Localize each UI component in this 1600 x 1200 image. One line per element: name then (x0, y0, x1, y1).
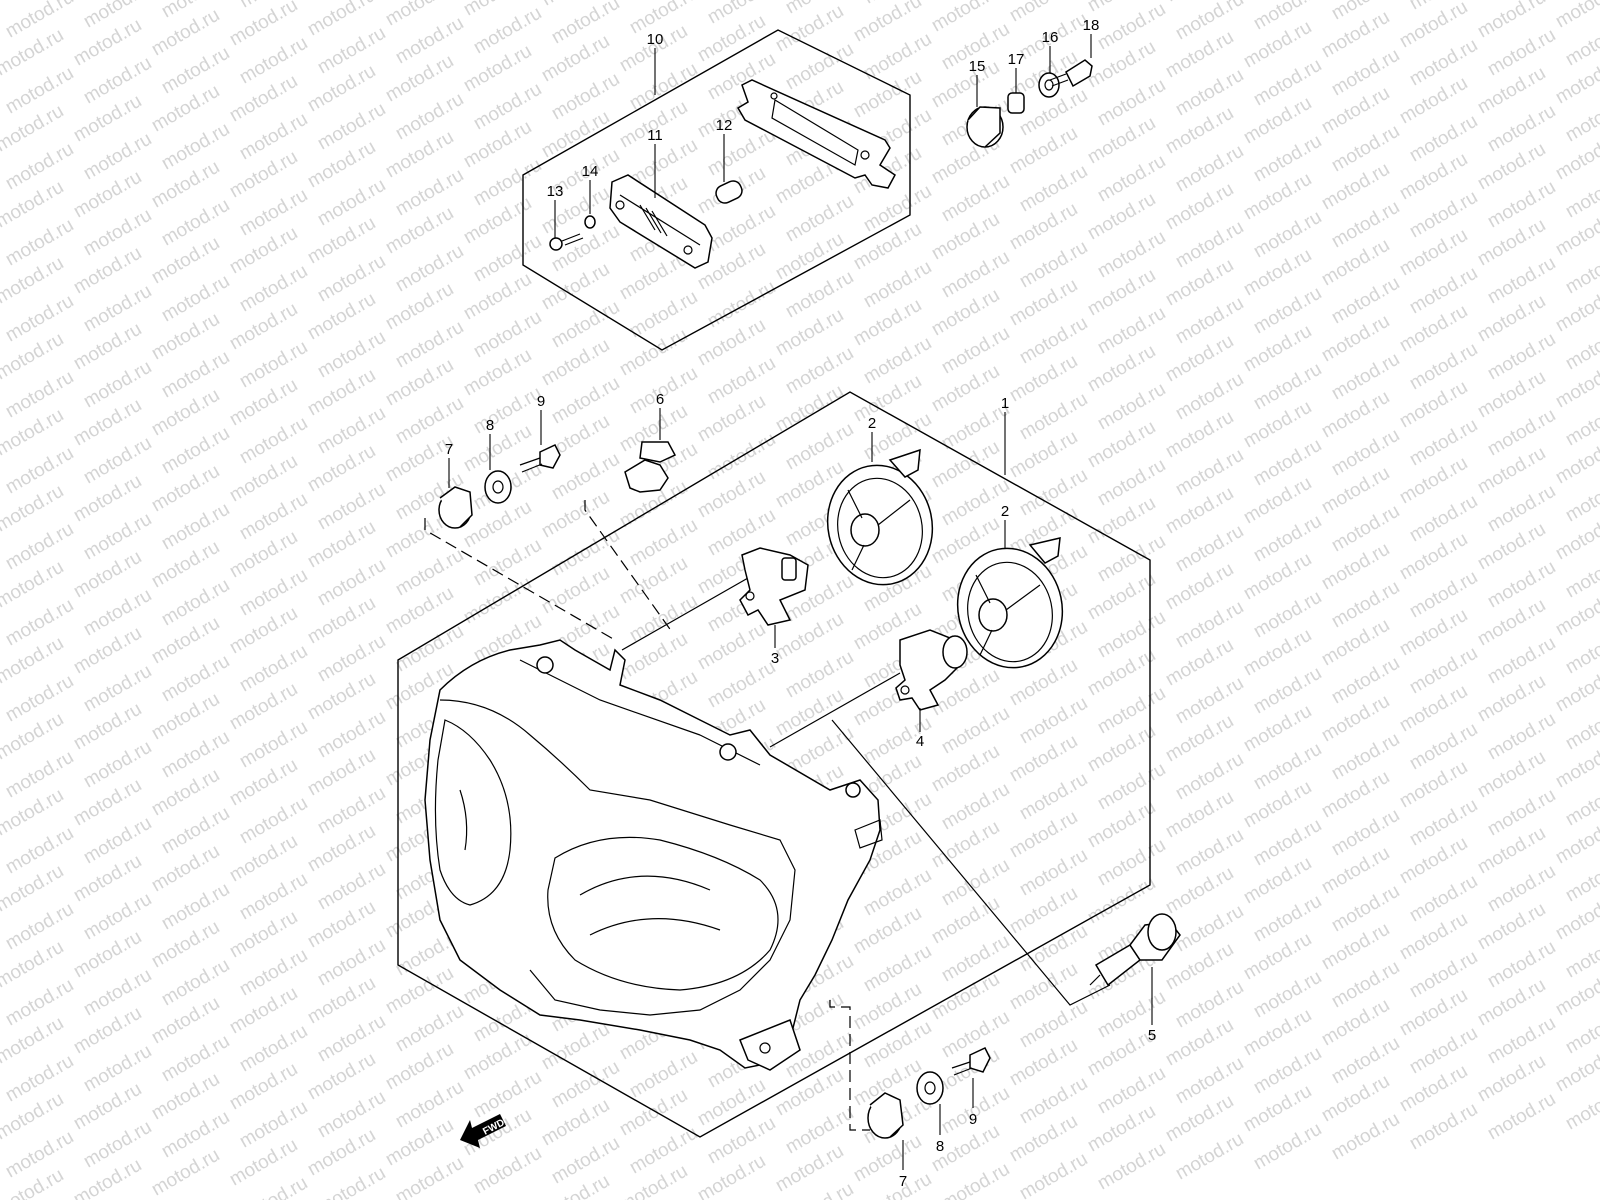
washer-part-8-upper[interactable] (484, 434, 512, 504)
callout-7-upper: 7 (445, 441, 453, 458)
callout-17: 17 (1008, 51, 1025, 68)
bulb-part-5[interactable] (1089, 913, 1181, 1025)
callout-15: 15 (969, 58, 986, 75)
cushion-part-7-lower[interactable] (867, 1092, 904, 1170)
callout-7-lower: 7 (899, 1173, 907, 1190)
callout-6: 6 (656, 391, 664, 408)
callout-10: 10 (647, 31, 664, 48)
bulb-part-6[interactable] (624, 408, 677, 493)
socket-part-2-upper[interactable] (817, 432, 944, 595)
watermark-text: motod.ru (1552, 0, 1600, 32)
callout-9-lower: 9 (969, 1111, 977, 1128)
callout-16: 16 (1042, 29, 1059, 46)
headlamp-body[interactable] (424, 639, 883, 1071)
callouts: 1 2 2 3 4 5 6 7 8 9 10 11 12 13 14 15 17… (445, 17, 1156, 1190)
bolt-part-18[interactable] (1049, 34, 1093, 88)
holder-part-3[interactable] (739, 547, 809, 648)
callout-14: 14 (582, 163, 599, 180)
spacer-part-17[interactable] (1007, 68, 1025, 114)
callout-2-upper: 2 (868, 415, 876, 432)
assembly-guides (424, 500, 1111, 1131)
callout-5: 5 (1148, 1027, 1156, 1044)
bracket-part-10[interactable] (736, 79, 896, 189)
washer-part-8-lower[interactable] (916, 1071, 944, 1135)
bolt-part-9-lower[interactable] (951, 1047, 991, 1108)
washer-part-14[interactable] (584, 180, 596, 229)
cushion-part-7-upper[interactable] (438, 458, 473, 529)
callout-8-lower: 8 (936, 1138, 944, 1155)
lens-part-11[interactable] (609, 144, 713, 269)
headlamp-frame (397, 391, 1151, 1138)
bolt-part-9-upper[interactable] (519, 410, 561, 473)
callout-18: 18 (1083, 17, 1100, 34)
cushion-part-15[interactable] (966, 75, 1004, 148)
callout-4: 4 (916, 733, 924, 750)
callout-11: 11 (647, 127, 663, 144)
callout-2-lower: 2 (1001, 503, 1009, 520)
callout-12: 12 (716, 117, 733, 134)
bulb-part-12[interactable] (713, 134, 744, 206)
callout-1: 1 (1001, 395, 1009, 412)
callout-9-upper: 9 (537, 393, 545, 410)
socket-part-2-lower[interactable] (947, 520, 1074, 678)
callout-3: 3 (771, 650, 779, 667)
position-lamp-frame (522, 29, 911, 351)
screw-part-13[interactable] (549, 200, 584, 251)
callout-13: 13 (547, 183, 564, 200)
holder-part-4[interactable] (895, 629, 968, 732)
callout-8-upper: 8 (486, 417, 494, 434)
watermark-text: motod.ru (148, 1145, 223, 1200)
